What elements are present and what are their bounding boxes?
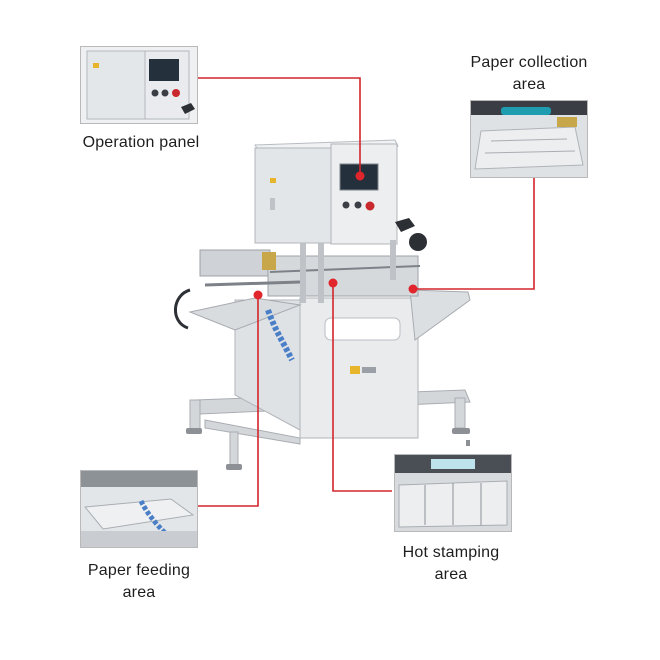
hand-wheel [395,218,415,232]
emergency-stop [365,201,375,211]
head-side [254,147,332,244]
warning-sticker [350,366,360,374]
adjust-knob [409,233,427,251]
label-paper-collection: Paper collection area [456,52,602,96]
label-hot-stamping: Hot stamping area [378,542,524,586]
label-paper-collection-line1: Paper collection [470,54,588,71]
marker-hot-stamping [328,278,338,288]
marker-operation-panel [355,171,365,181]
thumbnail-paper-feeding [80,470,198,548]
leader-hot-stamping [332,287,392,492]
leader-paper-feeding [198,295,259,507]
control-box [330,143,398,245]
front-slot [324,317,401,341]
air-hose [174,288,191,330]
label-hot-stamping-line2: area [434,566,468,583]
marker-paper-collection [408,284,418,294]
feeding-tray [188,297,302,331]
collection-tray [409,289,471,341]
sticker-text [362,367,376,373]
marker-paper-feeding [253,290,263,300]
label-paper-feeding-line2: area [122,584,156,601]
label-hot-stamping-line1: Hot stamping [402,544,500,561]
label-paper-feeding: Paper feeding area [66,560,212,604]
leader-operation-panel [198,77,361,176]
thumbnail-operation-panel [80,46,198,124]
thumbnail-paper-collection [470,100,588,178]
label-paper-collection-line2: area [512,76,546,93]
leveling-feet [186,428,470,470]
panel-button [354,201,362,209]
thumbnail-hot-stamping [394,454,512,532]
label-paper-feeding-line1: Paper feeding [87,562,191,579]
label-operation-panel: Operation panel [82,134,200,151]
leader-paper-collection [413,178,535,290]
panel-button [342,201,350,209]
